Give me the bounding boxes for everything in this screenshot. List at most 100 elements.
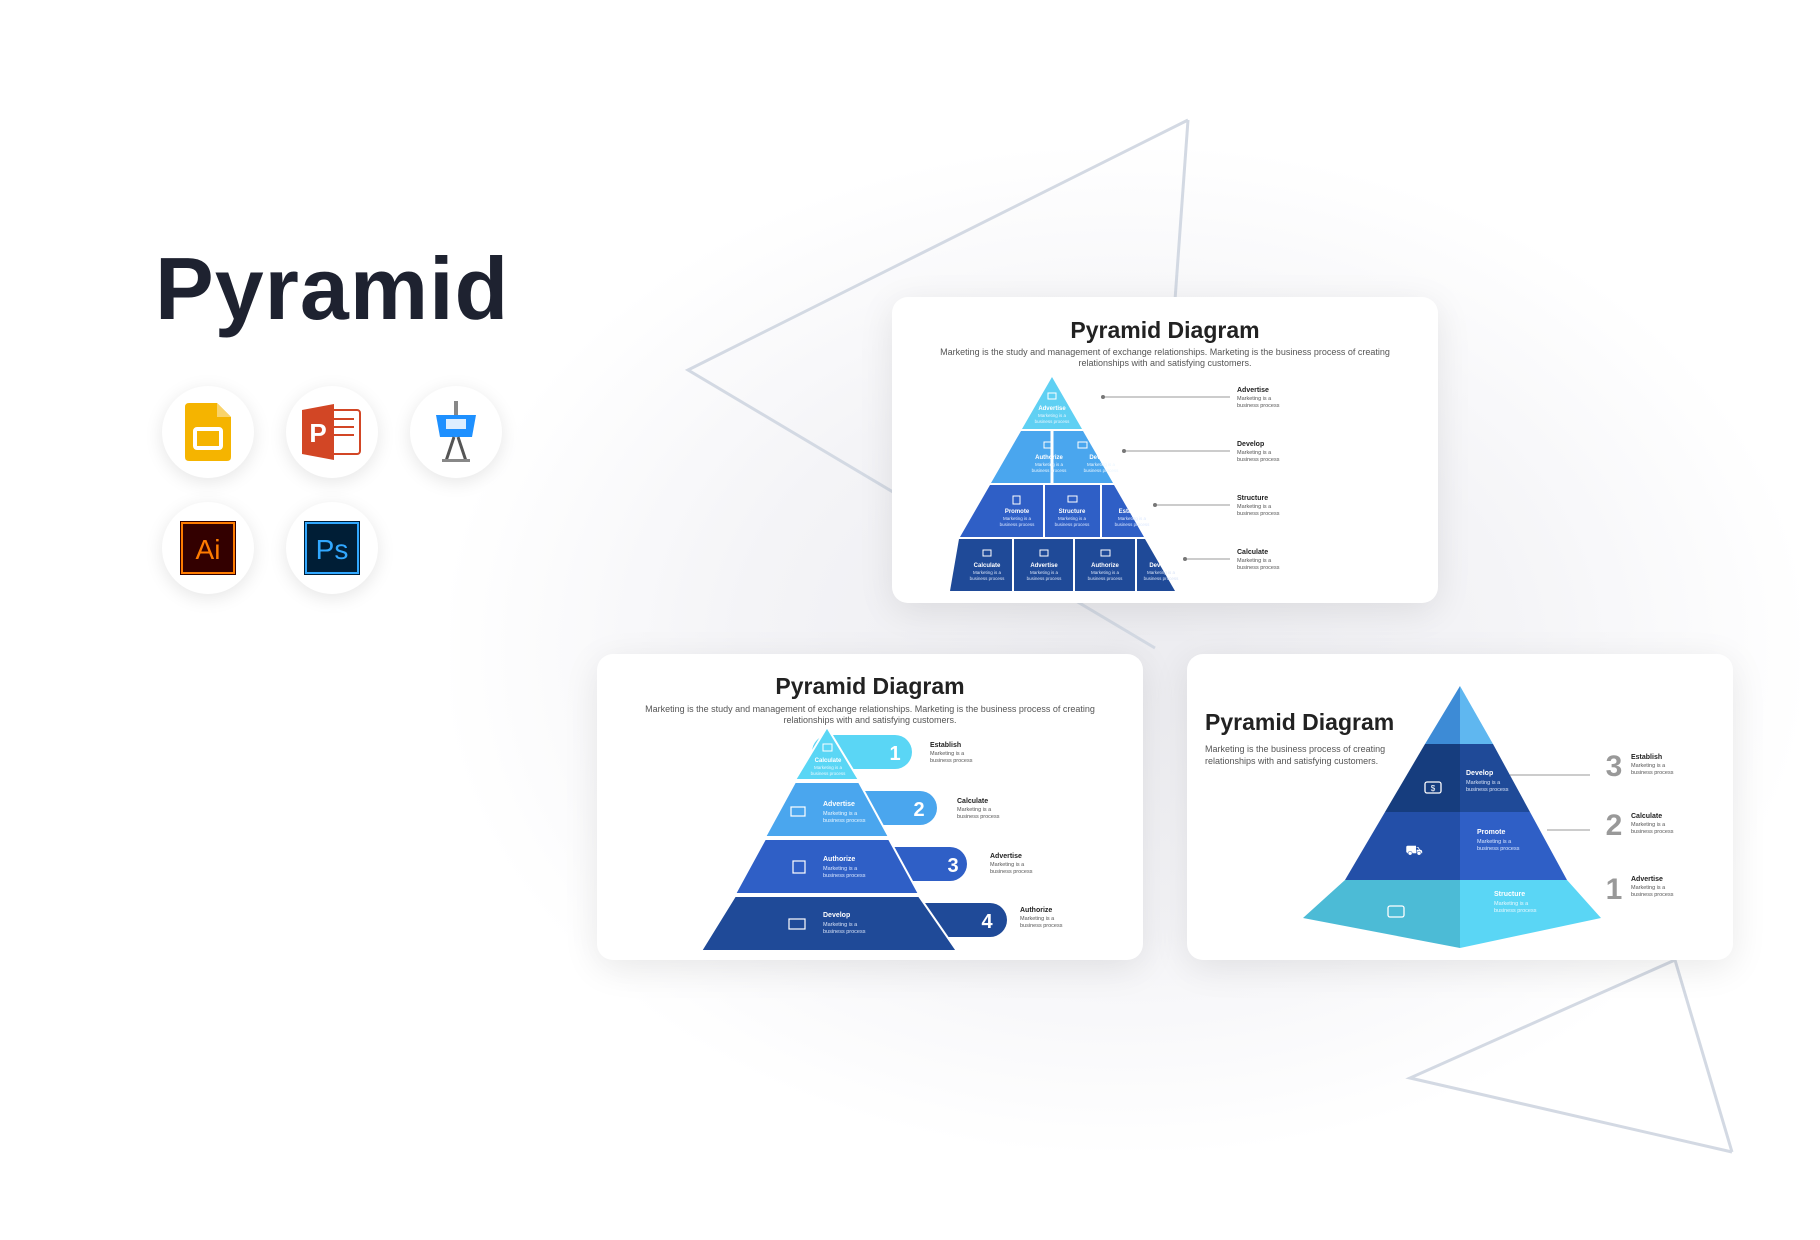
card-icon xyxy=(1077,441,1088,449)
box-icon xyxy=(1039,549,1049,557)
cell-sub: Marketing is a xyxy=(1058,516,1087,521)
tier-sub: Marketing is a xyxy=(1477,839,1512,845)
card-icon xyxy=(1387,905,1405,918)
tier-label: Develop xyxy=(1466,770,1493,777)
pyramid-tier-2-right xyxy=(1053,431,1113,483)
side-title: Establish xyxy=(930,742,961,749)
cell-sub: Marketing is a xyxy=(1038,413,1067,418)
tier-sub: Marketing is a xyxy=(814,765,843,770)
side-text: business process xyxy=(957,814,1000,820)
side-title: Advertise xyxy=(990,853,1022,860)
truck-icon xyxy=(1043,441,1054,449)
cell-sub: Marketing is a xyxy=(1035,462,1064,467)
page-title: Pyramid xyxy=(155,239,510,338)
tier-label: Structure xyxy=(1494,891,1525,898)
callout-connectors xyxy=(1510,774,1590,831)
tier-label: Develop xyxy=(823,912,850,919)
triangle-edge xyxy=(1673,959,1734,1153)
side-text: business process xyxy=(990,869,1033,875)
pyramid-tier-3 xyxy=(733,838,921,895)
cell-sub: Marketing is a xyxy=(973,570,1002,575)
cell-label: Structure xyxy=(1059,509,1086,515)
tier-sub: Marketing is a xyxy=(823,922,858,928)
side-text: business process xyxy=(1020,923,1063,929)
callout-title: Develop xyxy=(1237,441,1264,448)
tier-sub: business process xyxy=(823,929,866,935)
callout-connectors xyxy=(1101,395,1230,561)
google-slides-icon[interactable] xyxy=(162,386,254,478)
keynote-icon[interactable] xyxy=(410,386,502,478)
bag-icon xyxy=(1012,495,1021,505)
cell-sub: Marketing is a xyxy=(1030,570,1059,575)
callout-text: business process xyxy=(1237,457,1280,463)
side-text: Marketing is a xyxy=(1631,885,1666,891)
tier-label: Calculate xyxy=(815,758,842,764)
cell-label: Advertise xyxy=(1038,406,1066,412)
cell-sub: Marketing is a xyxy=(1003,516,1032,521)
tier-sub: Marketing is a xyxy=(823,866,858,872)
callout-text: Marketing is a xyxy=(1237,558,1272,564)
pyramid-tier-promote-right xyxy=(1460,812,1567,880)
cell-sub: business process xyxy=(1084,468,1120,473)
slide-description: Marketing is the business process of cre… xyxy=(1205,744,1385,754)
side-text: business process xyxy=(930,758,973,764)
pyramid-tier-structure-right xyxy=(1460,880,1601,948)
truck-icon xyxy=(790,806,806,817)
tier-sub: business process xyxy=(1466,787,1509,793)
side-text: Marketing is a xyxy=(930,751,965,757)
dollar-icon xyxy=(1424,781,1442,794)
tier-number: 1 xyxy=(889,743,900,765)
tier-number: 3 xyxy=(1606,750,1623,783)
pyramid-tier-develop-right xyxy=(1460,744,1530,812)
side-text: business process xyxy=(1631,829,1674,835)
cell-sub: Marketing is a xyxy=(1087,462,1116,467)
discount-icon xyxy=(788,918,806,930)
cell-sub: business process xyxy=(970,576,1006,581)
tier-label: Authorize xyxy=(823,856,855,863)
tier-number: 3 xyxy=(947,855,958,877)
pyramid-tier-4-b xyxy=(1014,539,1073,591)
cell-label: Develop xyxy=(1149,563,1173,569)
tier-sub: business process xyxy=(1494,908,1537,914)
cell-sub: Marketing is a xyxy=(1091,570,1120,575)
cell-sub: business process xyxy=(1055,522,1091,527)
side-text: Marketing is a xyxy=(1020,916,1055,922)
pyramid-apex-left xyxy=(1425,686,1460,744)
pyramid-tier-develop-left xyxy=(1385,744,1460,812)
powerpoint-icon[interactable]: P xyxy=(286,386,378,478)
slide-description: relationships with and satisfying custom… xyxy=(1205,756,1378,766)
callout-text: Marketing is a xyxy=(1237,450,1272,456)
tier-number: 2 xyxy=(1606,809,1623,842)
dollar-sign: $ xyxy=(1431,784,1436,793)
side-title: Advertise xyxy=(1631,876,1663,883)
slide-card-3d-pyramid[interactable]: Pyramid Diagram Marketing is the busines… xyxy=(1187,654,1733,960)
tier-label: Advertise xyxy=(823,801,855,808)
slide-card-grid-pyramid[interactable]: Pyramid Diagram Marketing is the study a… xyxy=(892,297,1438,603)
pyramid-tier-3-right xyxy=(1102,485,1144,537)
slide-description: Marketing is the study and management of… xyxy=(940,347,1390,357)
cell-sub: business process xyxy=(1035,419,1071,424)
callout-text: business process xyxy=(1237,511,1280,517)
tier-sub: Marketing is a xyxy=(823,811,858,817)
slide-description: Marketing is the study and management of… xyxy=(645,704,1095,714)
photoshop-icon[interactable]: Ps xyxy=(286,502,378,594)
pyramid-tier-2-left xyxy=(991,431,1051,483)
side-text: Marketing is a xyxy=(990,862,1025,868)
pyramid-apex-right xyxy=(1460,686,1493,744)
slide-title: Pyramid Diagram xyxy=(1070,317,1259,343)
pyramid-tier-4-d xyxy=(1137,539,1175,591)
cell-sub: Marketing is a xyxy=(1147,570,1176,575)
tier-number: 1 xyxy=(1606,873,1623,906)
illustrator-icon[interactable]: Ai xyxy=(162,502,254,594)
box-icon xyxy=(1047,392,1057,400)
side-text: business process xyxy=(1631,770,1674,776)
slide-card-numbered-pyramid[interactable]: Pyramid Diagram Marketing is the study a… xyxy=(597,654,1143,960)
pyramid-tier-2 xyxy=(763,781,891,838)
pyramid-tier-3-middle xyxy=(1045,485,1100,537)
side-text: Marketing is a xyxy=(957,807,992,813)
pyramid-tier-4-a xyxy=(950,539,1012,591)
tier-sub: business process xyxy=(823,873,866,879)
cell-sub: business process xyxy=(1000,522,1036,527)
pyramid-tier-4 xyxy=(699,895,959,952)
pyramid-tier-promote-left xyxy=(1345,812,1460,880)
